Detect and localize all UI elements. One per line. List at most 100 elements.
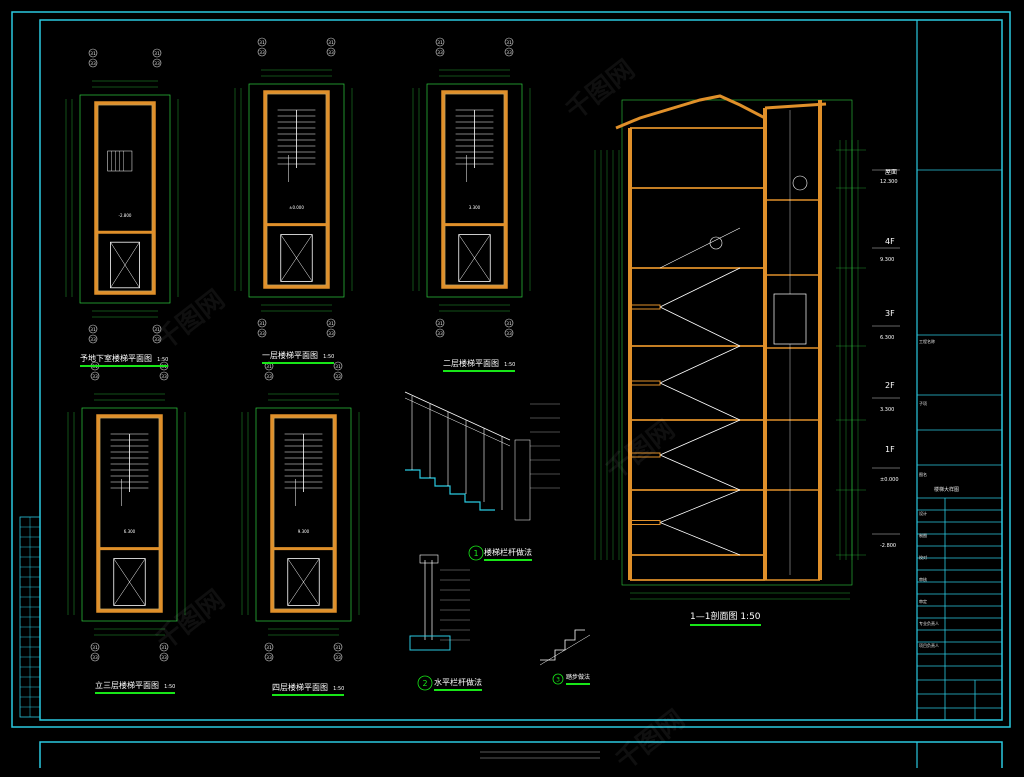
axis-bubble: [504, 37, 514, 47]
axis-bubble: [504, 318, 514, 328]
axis-bubble-label: 31: [266, 645, 272, 651]
plan-title-basement: 予地下室楼梯平面图 1:50: [80, 355, 169, 367]
axis-bubble-label: 31: [259, 321, 265, 327]
stair-soffit: [659, 419, 741, 456]
axis-bubble-label: 33: [161, 655, 167, 661]
axis-bubble-label: 33: [154, 61, 160, 67]
plan-elevation: -2.800: [119, 213, 132, 218]
traction-sheave: [792, 175, 808, 191]
landing: [629, 380, 661, 386]
axis-bubble-label: 33: [437, 50, 443, 56]
plan-boundary: [79, 94, 171, 304]
elevator-car: [773, 293, 807, 345]
axis-bubble-label: 31: [335, 645, 341, 651]
axis-bubble-label: 33: [259, 50, 265, 56]
elev-4f: 9.300: [880, 257, 895, 263]
section-boundary: [621, 99, 853, 586]
axis-bubble-label: 31: [154, 51, 160, 57]
floor-label-4f: 4F: [885, 237, 895, 246]
elevator-car: [113, 558, 146, 606]
axis-bubble-label: 33: [328, 50, 334, 56]
axis-bubble: [90, 371, 100, 381]
axis-bubble-label: 33: [506, 331, 512, 337]
axis-bubble-label: 31: [90, 327, 96, 333]
axis-bubble: [152, 48, 162, 58]
shaft-roof: [764, 102, 827, 110]
axis-bubble: [152, 324, 162, 334]
axis-bubble-label: 33: [437, 331, 443, 337]
detail-title-3: 踏步做法: [566, 674, 591, 685]
axis-bubble-label: 33: [90, 337, 96, 343]
axis-bubble: [159, 642, 169, 652]
detail-title-2: 水平栏杆做法: [434, 678, 482, 691]
axis-bubble-label: 31: [328, 321, 334, 327]
plan-elevation: ±0.000: [289, 205, 304, 210]
railing-base: [409, 635, 451, 651]
axis-bubble-label: 31: [335, 364, 341, 370]
elevator-cross: [113, 558, 146, 606]
plan-boundary: [81, 407, 178, 622]
elevator-cross: [280, 234, 313, 282]
axis-bubble: [90, 652, 100, 662]
plan-wall: [94, 101, 156, 295]
plan-wall-inner: [99, 417, 160, 610]
railing-steps: [405, 469, 495, 511]
axis-bubble-label: 33: [154, 337, 160, 343]
plan-title-floor4: 四层楼梯平面图 1:50: [272, 684, 345, 696]
axis-bubble-label: 33: [266, 655, 272, 661]
handrail: [404, 397, 511, 447]
tb-row-drawing: 图名: [919, 472, 927, 477]
axis-bubble: [257, 328, 267, 338]
axis-bubble: [326, 318, 336, 328]
axis-bubble-label: 31: [92, 645, 98, 651]
axis-bubble: [326, 47, 336, 57]
axis-bubble-label: 33: [90, 61, 96, 67]
axis-bubble-label: 33: [92, 655, 98, 661]
inner-frame: [39, 19, 1003, 721]
plan-elevation: 9.300: [298, 529, 310, 534]
roof-label: 屋面: [885, 169, 898, 176]
tb-row-approve: 审定: [919, 599, 927, 604]
axis-bubble: [504, 328, 514, 338]
elev-basement: -2.800: [880, 543, 897, 549]
detail-number-1: [468, 545, 484, 561]
axis-bubble-label: 31: [506, 321, 512, 327]
axis-bubble: [88, 324, 98, 334]
plan-wall-inner: [273, 417, 334, 610]
axis-bubble-label: 31: [90, 51, 96, 57]
plan-wall-inner: [266, 93, 327, 286]
plan-boundary: [255, 407, 352, 622]
tb-row-project-lead: 项目负责人: [919, 643, 939, 648]
axis-bubble-label: 31: [437, 40, 443, 46]
stair-soffit: [659, 454, 741, 491]
plan-wall-inner: [444, 93, 505, 286]
section-title: 1—1剖面图 1:50: [690, 613, 761, 626]
elevator-cross: [110, 242, 140, 288]
floor-label-3f: 3F: [885, 309, 895, 318]
axis-bubble-label: 31: [506, 40, 512, 46]
axis-bubble: [90, 642, 100, 652]
elevator-car: [287, 558, 320, 606]
axis-bubble-label: 33: [335, 655, 341, 661]
stair-soffit: [659, 267, 741, 308]
axis-bubble-label: 33: [506, 50, 512, 56]
tb-row-drawn: 制图: [919, 533, 927, 538]
section-roof: [615, 94, 766, 130]
axis-bubble: [88, 48, 98, 58]
stair-flight: [659, 227, 741, 269]
tb-row-subitem: 子项: [919, 401, 927, 406]
floor-label-2f: 2F: [885, 381, 895, 390]
axis-bubble: [333, 371, 343, 381]
axis-bubble: [264, 652, 274, 662]
axis-bubble: [435, 47, 445, 57]
elevator-cross: [287, 558, 320, 606]
axis-bubble: [326, 328, 336, 338]
axis-bubble: [435, 328, 445, 338]
elevator-cross: [458, 234, 491, 282]
